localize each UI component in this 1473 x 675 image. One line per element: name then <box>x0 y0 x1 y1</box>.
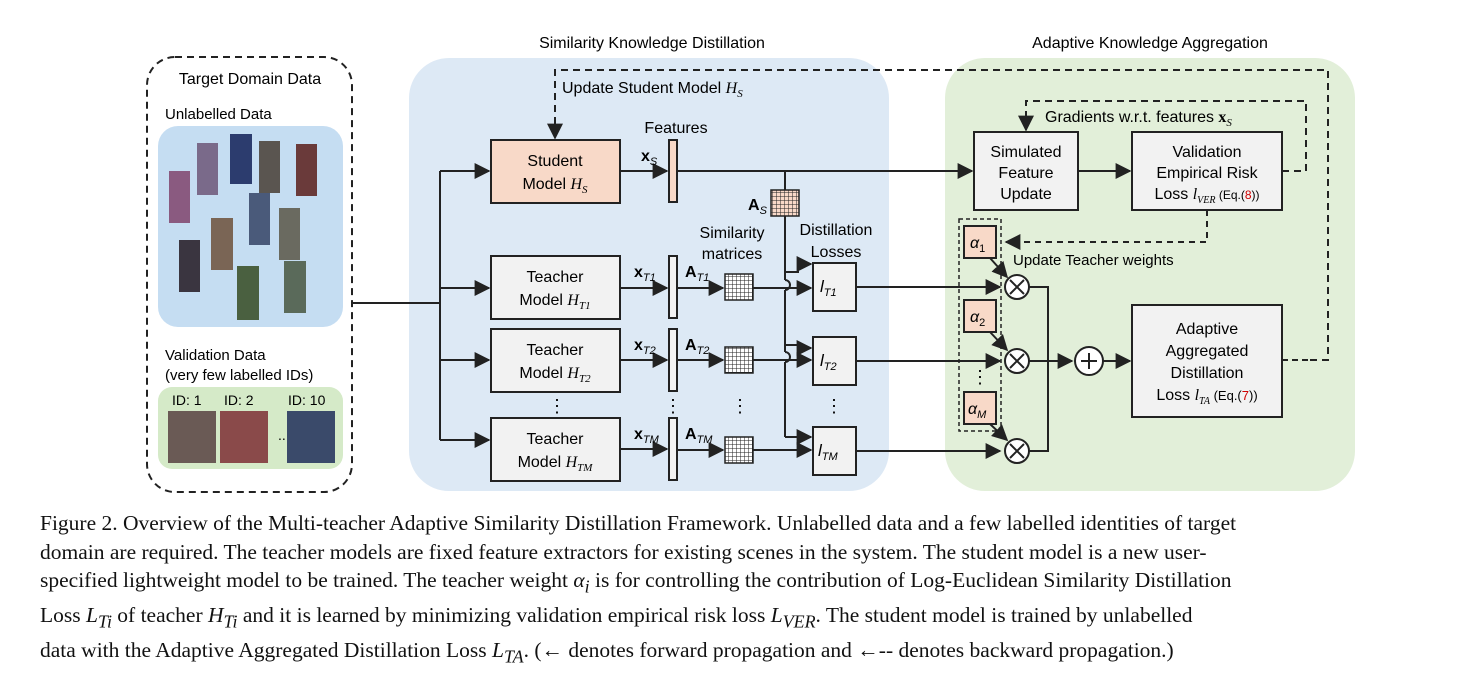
student-model-label-1: Student <box>527 153 583 170</box>
caption-line-4: Loss LTi of teacher HTi and it is learne… <box>40 602 1193 632</box>
alpha-group-box <box>958 218 1002 432</box>
update-teacher-label: Update Teacher weights <box>1013 252 1174 269</box>
distill-label-2: Losses <box>811 244 862 261</box>
id-2-label: ID: 2 <box>224 392 254 408</box>
loss-vdots: ⋮ <box>825 396 843 416</box>
unlabelled-label: Unlabelled Data <box>165 106 272 123</box>
id-dots: ... <box>278 427 290 443</box>
simulated-feature-update-block <box>973 131 1079 211</box>
input-connectors <box>352 163 491 448</box>
similarity-label-1: Similarity <box>700 225 765 242</box>
x-s-label: xS <box>641 148 658 168</box>
student-matrix-bus <box>784 171 813 445</box>
loss-t2-label: lT2 <box>820 351 837 373</box>
validation-thumbnails <box>168 411 335 463</box>
adaptive-loss-block <box>1131 304 1283 418</box>
teacher-model-1-block <box>490 255 621 320</box>
ada-label-2: Aggregated <box>1166 343 1249 360</box>
x-t1-label: xT1 <box>634 264 656 284</box>
teacher-model-2-block <box>490 328 621 393</box>
gradient-path <box>1018 100 1307 172</box>
alpha-2-box <box>963 299 997 333</box>
skd-title: Similarity Knowledge Distillation <box>539 35 765 52</box>
features-label: Features <box>644 120 707 137</box>
caption-line-2: domain are required. The teacher models … <box>40 539 1207 564</box>
features-vdots: ⋮ <box>664 396 682 416</box>
pedestrian-thumbnails <box>169 134 317 320</box>
loss-tm-label: lTM <box>818 441 839 463</box>
x-t2-label: xT2 <box>634 337 656 357</box>
a-t2-label: AT2 <box>685 337 709 357</box>
teacher-m-label-1: Teacher <box>527 431 585 448</box>
val-label-2: Empirical Risk <box>1156 165 1258 182</box>
similarity-matrix-t2 <box>724 346 754 374</box>
alpha-1-box <box>963 225 997 259</box>
x-tm-label: xTM <box>634 426 660 446</box>
teacher-m-label-2: Model HTM <box>518 454 594 474</box>
loss-to-multiplier-arrows <box>856 279 1002 459</box>
validation-loss-block <box>1131 131 1283 211</box>
sim-label-2: Feature <box>998 165 1053 182</box>
figure-caption: Figure 2. Overview of the Multi-teacher … <box>40 509 1440 670</box>
similarity-matrix-tm <box>724 436 754 464</box>
alpha-m-label: αM <box>968 401 987 421</box>
student-model-block <box>490 139 621 204</box>
similarity-matrix-student <box>770 189 800 217</box>
feature-to-matrix-arrows <box>677 280 813 458</box>
caption-line-3: specified lightweight model to be traine… <box>40 568 1232 597</box>
alpha-to-multiplier-arrows <box>989 257 1009 442</box>
matrix-vdots: ⋮ <box>731 396 749 416</box>
multiplier-2 <box>1004 348 1030 374</box>
alpha-2-label: α2 <box>970 309 985 329</box>
teacher-vdots: ⋮ <box>548 396 566 416</box>
teacher-1-label-2: Model HT1 <box>519 292 590 312</box>
validation-label-2: (very few labelled IDs) <box>165 367 313 384</box>
framework-diagram: Similarity Knowledge Distillation Adapti… <box>146 35 1355 493</box>
multiplier-to-sum-lines <box>1029 286 1074 452</box>
validation-label-1: Validation Data <box>165 347 266 364</box>
feature-bars <box>668 139 678 481</box>
model-to-feature-arrows <box>620 163 669 457</box>
teacher-2-label-1: Teacher <box>527 342 585 359</box>
target-domain-box <box>146 56 353 493</box>
alpha-m-box <box>963 391 997 425</box>
ada-label-3: Distillation <box>1171 365 1244 382</box>
distill-label-1: Distillation <box>800 222 873 239</box>
loss-tm-box <box>812 426 857 476</box>
similarity-label-2: matrices <box>702 246 762 263</box>
caption-line-1: Figure 2. Overview of the Multi-teacher … <box>40 511 1237 535</box>
alpha-vdots: ⋮ <box>971 367 989 387</box>
id-1-label: ID: 1 <box>172 392 202 408</box>
val-label-1: Validation <box>1172 144 1241 161</box>
gradients-label: Gradients w.r.t. features xS <box>1045 109 1232 129</box>
similarity-matrix-t1 <box>724 273 754 301</box>
val-label-3: Loss lVER (Eq.(8)) <box>1154 186 1259 206</box>
a-s-label: AS <box>748 197 768 217</box>
teacher-2-label-2: Model HT2 <box>519 365 591 385</box>
update-student-path <box>547 69 1329 361</box>
a-t1-label: AT1 <box>685 264 709 284</box>
multiplier-m <box>1004 438 1030 464</box>
ada-label-4: Loss lTA (Eq.(7)) <box>1156 387 1257 407</box>
sim-label-3: Update <box>1000 186 1052 203</box>
aka-title: Adaptive Knowledge Aggregation <box>1032 35 1268 52</box>
multiplier-1 <box>1004 274 1030 300</box>
target-domain-title: Target Domain Data <box>179 71 321 88</box>
update-student-label: Update Student Model HS <box>562 80 743 100</box>
id-10-label: ID: 10 <box>288 392 326 408</box>
alpha-1-label: α1 <box>970 235 985 255</box>
loss-t1-label: lT1 <box>820 277 837 299</box>
ada-label-1: Adaptive <box>1176 321 1238 338</box>
teacher-1-label-1: Teacher <box>527 269 585 286</box>
caption-line-5: data with the Adaptive Aggregated Distil… <box>40 637 1174 666</box>
teacher-model-m-block <box>490 417 621 482</box>
update-teacher-path <box>1004 210 1208 250</box>
student-model-label-2: Model HS <box>522 176 588 196</box>
loss-t1-box <box>812 262 857 312</box>
summation-node <box>1074 346 1104 376</box>
sim-label-1: Simulated <box>990 144 1061 161</box>
